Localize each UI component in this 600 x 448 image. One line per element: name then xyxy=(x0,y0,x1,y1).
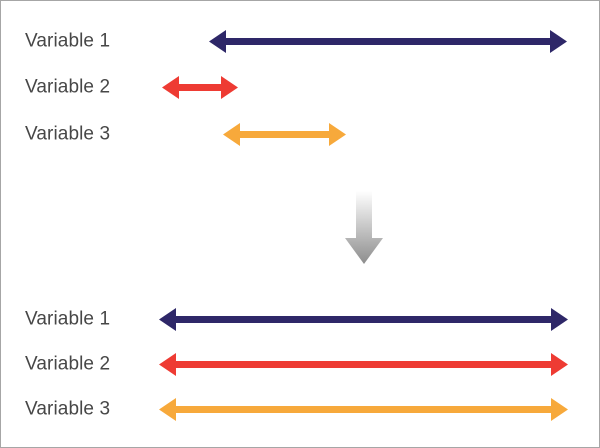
range-arrow-bottom-2 xyxy=(159,352,568,376)
range-arrow-bottom-1 xyxy=(159,307,568,331)
range-arrow-top-3 xyxy=(223,122,346,146)
row-label-top-1: Variable 1 xyxy=(25,30,111,52)
row-label-top-3: Variable 3 xyxy=(25,123,111,145)
row-label-bottom-3: Variable 3 xyxy=(25,398,111,420)
range-arrow-top-2 xyxy=(162,75,238,99)
range-arrow-bottom-3 xyxy=(159,397,568,421)
row-label-top-2: Variable 2 xyxy=(25,76,111,98)
row-label-bottom-1: Variable 1 xyxy=(25,308,111,330)
transform-down-arrow-icon xyxy=(345,191,383,264)
range-arrow-top-1 xyxy=(209,29,567,53)
row-label-bottom-2: Variable 2 xyxy=(25,353,111,375)
